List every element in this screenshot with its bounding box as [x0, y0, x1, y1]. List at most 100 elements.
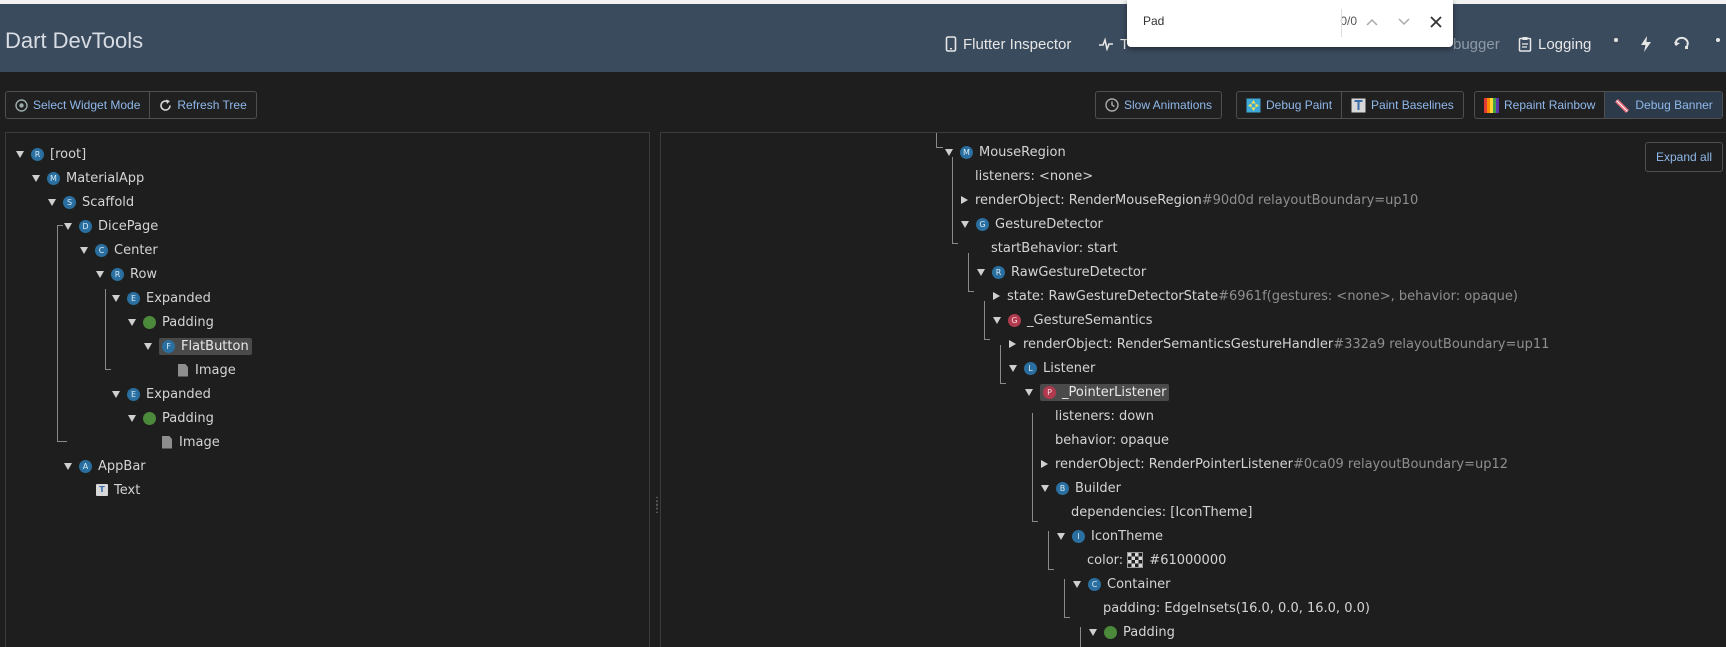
- color-swatch: [1127, 552, 1144, 568]
- details-row-property: listeners: <none>: [975, 168, 1094, 184]
- tree-row-padding[interactable]: Padding: [128, 407, 214, 429]
- expand-all-button[interactable]: Expand all: [1645, 142, 1724, 172]
- repaint-group: Repaint Rainbow Debug Banner: [1474, 91, 1723, 119]
- phone-icon: [945, 36, 957, 52]
- text-baseline-icon: [1351, 98, 1366, 112]
- tree-guide-line: [1064, 617, 1070, 618]
- tab-debugger-label: bugger: [1453, 35, 1500, 53]
- tree-guide-line: [936, 133, 937, 147]
- debug-banner-button[interactable]: Debug Banner: [1604, 92, 1722, 118]
- details-row-renderobject[interactable]: renderObject: RenderPointerListener#0ca0…: [1041, 453, 1508, 475]
- lightning-icon: [1641, 36, 1651, 52]
- tab-logging[interactable]: Logging: [1518, 32, 1591, 56]
- tab-flutter-inspector[interactable]: Flutter Inspector: [945, 32, 1071, 56]
- details-row-gesturesemantics[interactable]: G_GestureSemantics: [993, 309, 1153, 331]
- chevron-down-icon: [1398, 18, 1410, 26]
- select-widget-mode-label: Select Widget Mode: [33, 98, 141, 112]
- tree-guide-line: [1000, 345, 1001, 383]
- tree-guide-line: [57, 225, 58, 441]
- tree-row-padding[interactable]: Padding: [128, 311, 214, 333]
- panel-splitter[interactable]: ⋮⋮⋮: [652, 496, 662, 515]
- tree-row-image[interactable]: Image: [162, 431, 220, 453]
- tree-guide-line: [1000, 383, 1006, 384]
- refresh-tree-button[interactable]: Refresh Tree: [149, 92, 255, 118]
- tab-flutter-inspector-label: Flutter Inspector: [963, 35, 1072, 53]
- tab-timeline[interactable]: T: [1098, 32, 1129, 56]
- tab-timeline-label: T: [1120, 35, 1130, 53]
- find-match-count: 0/0: [1340, 14, 1357, 28]
- debug-paint-label: Debug Paint: [1266, 98, 1333, 112]
- find-next-button[interactable]: [1393, 11, 1415, 33]
- find-input[interactable]: Pad: [1143, 14, 1165, 28]
- refresh-icon: [160, 99, 172, 111]
- details-row-property: padding: EdgeInsets(16.0, 0.0, 16.0, 0.0…: [1103, 600, 1370, 616]
- tree-guide-line: [968, 291, 974, 292]
- find-previous-button[interactable]: [1361, 11, 1383, 33]
- hot-reload-button[interactable]: [1640, 32, 1652, 56]
- tree-guide-line: [1032, 413, 1033, 521]
- tree-guide-line: [105, 289, 106, 369]
- details-row-property: behavior: opaque: [1055, 432, 1170, 448]
- banner-icon: [1615, 98, 1630, 113]
- paint-baselines-label: Paint Baselines: [1371, 98, 1454, 112]
- paint-baselines-button[interactable]: Paint Baselines: [1341, 92, 1463, 118]
- details-row-pointerlistener[interactable]: P_PointerListener: [1025, 381, 1170, 403]
- details-row-renderobject[interactable]: renderObject: RenderSemanticsGestureHand…: [1009, 333, 1549, 355]
- select-widget-mode-button[interactable]: Select Widget Mode: [6, 92, 149, 118]
- rainbow-icon: [1484, 97, 1499, 113]
- tree-guide-line: [57, 225, 63, 226]
- tree-guide-line: [1080, 627, 1081, 647]
- tree-row-root[interactable]: R[root]: [16, 143, 86, 165]
- debug-banner-label: Debug Banner: [1635, 98, 1713, 112]
- tab-debugger[interactable]: bugger: [1453, 32, 1500, 56]
- timeline-icon: [1099, 37, 1113, 51]
- clipboard-icon: [1518, 37, 1532, 52]
- hot-restart-button[interactable]: [1673, 32, 1691, 56]
- file-icon: [178, 363, 188, 377]
- top-bar: Dart DevTools Flutter Inspector T bugger…: [0, 0, 1726, 72]
- tree-guide-line: [952, 243, 958, 244]
- details-row-renderobject[interactable]: renderObject: RenderMouseRegion#90d0d re…: [961, 189, 1418, 211]
- debug-paint-button[interactable]: Debug Paint: [1237, 92, 1341, 118]
- chevron-up-icon: [1366, 18, 1378, 26]
- find-close-button[interactable]: [1425, 11, 1447, 33]
- more-menu-dot[interactable]: [1716, 38, 1720, 42]
- repaint-rainbow-button[interactable]: Repaint Rainbow: [1475, 92, 1604, 118]
- find-bar: Pad 0/0: [1127, 0, 1453, 47]
- restart-icon: [1674, 36, 1689, 49]
- details-row-padding[interactable]: Padding: [1089, 621, 1175, 643]
- tree-guide-line: [1048, 569, 1054, 570]
- app-title: Dart DevTools: [5, 28, 144, 53]
- status-dot: [1614, 38, 1618, 42]
- refresh-tree-label: Refresh Tree: [177, 98, 247, 112]
- slow-animations-button[interactable]: Slow Animations: [1096, 92, 1221, 118]
- tree-guide-line: [1048, 531, 1049, 569]
- tree-row-image[interactable]: Image: [178, 359, 236, 381]
- details-row-color: color: #61000000: [1087, 552, 1227, 568]
- debug-paint-group: Debug Paint Paint Baselines: [1236, 91, 1464, 119]
- file-icon: [162, 435, 172, 449]
- repaint-rainbow-label: Repaint Rainbow: [1504, 98, 1596, 112]
- tree-guide-line: [1032, 521, 1038, 522]
- details-row-state[interactable]: state: RawGestureDetectorState#6961f(ges…: [993, 285, 1518, 307]
- debug-paint-icon: [1246, 98, 1261, 112]
